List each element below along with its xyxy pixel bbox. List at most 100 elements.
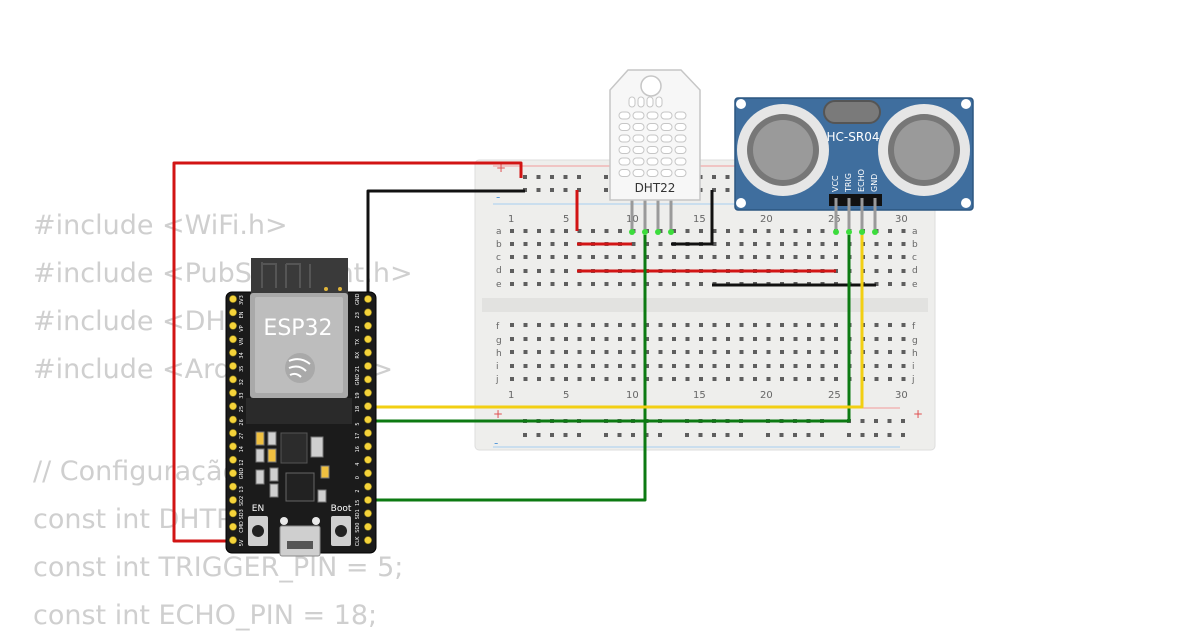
breadboard-hole[interactable]: [523, 282, 528, 286]
esp32-header-pin[interactable]: [229, 335, 237, 344]
black-wire-jumper[interactable]: [671, 190, 714, 246]
breadboard-hole[interactable]: [672, 337, 676, 341]
breadboard-hole[interactable]: [604, 255, 609, 259]
breadboard-hole[interactable]: [820, 242, 825, 246]
breadboard-hole[interactable]: [631, 242, 636, 246]
breadboard-hole[interactable]: [550, 350, 555, 354]
breadboard-hole[interactable]: [739, 350, 744, 354]
breadboard-hole[interactable]: [631, 323, 636, 327]
breadboard-hole[interactable]: [604, 364, 609, 368]
breadboard-hole[interactable]: [658, 364, 663, 368]
breadboard-hole[interactable]: [901, 255, 906, 259]
rail-hole[interactable]: [887, 419, 892, 423]
breadboard-hole[interactable]: [888, 337, 892, 341]
rail-hole[interactable]: [793, 433, 797, 437]
breadboard-hole[interactable]: [577, 323, 582, 327]
breadboard-hole[interactable]: [739, 229, 744, 233]
breadboard-hole[interactable]: [645, 242, 649, 246]
breadboard-hole[interactable]: [604, 377, 609, 381]
rail-hole[interactable]: [563, 433, 568, 437]
breadboard-hole[interactable]: [766, 364, 771, 368]
breadboard-hole[interactable]: [631, 377, 636, 381]
breadboard-hole[interactable]: [739, 364, 744, 368]
breadboard-hole[interactable]: [645, 323, 649, 327]
esp32-header-pin[interactable]: [229, 375, 237, 384]
breadboard-hole[interactable]: [793, 350, 798, 354]
esp32-header-pin[interactable]: [364, 442, 372, 451]
breadboard-hole[interactable]: [550, 337, 555, 341]
esp32-right-header[interactable]: [364, 295, 372, 545]
breadboard-hole[interactable]: [618, 377, 622, 381]
breadboard-hole[interactable]: [685, 364, 690, 368]
breadboard-hole[interactable]: [699, 282, 703, 286]
esp32-header-pin[interactable]: [229, 388, 237, 397]
breadboard-hole[interactable]: [604, 323, 609, 327]
breadboard-hole[interactable]: [888, 269, 892, 273]
breadboard-hole[interactable]: [550, 282, 555, 286]
breadboard-hole[interactable]: [766, 337, 771, 341]
breadboard-hole[interactable]: [766, 377, 771, 381]
breadboard-hole[interactable]: [888, 229, 892, 233]
breadboard-hole[interactable]: [604, 229, 609, 233]
breadboard-hole[interactable]: [766, 229, 771, 233]
breadboard-hole[interactable]: [564, 229, 568, 233]
rail-hole[interactable]: [874, 433, 878, 437]
esp32-header-pin[interactable]: [364, 402, 372, 411]
esp32-left-header[interactable]: [229, 295, 237, 545]
breadboard-hole[interactable]: [564, 282, 568, 286]
breadboard-hole[interactable]: [685, 323, 690, 327]
breadboard-hole[interactable]: [537, 377, 541, 381]
breadboard-hole[interactable]: [537, 242, 541, 246]
breadboard-hole[interactable]: [523, 337, 528, 341]
rail-hole[interactable]: [536, 175, 541, 179]
breadboard-hole[interactable]: [618, 323, 622, 327]
breadboard-hole[interactable]: [510, 282, 514, 286]
rail-hole[interactable]: [860, 419, 865, 423]
rail-hole[interactable]: [617, 433, 622, 437]
breadboard-hole[interactable]: [753, 323, 757, 327]
breadboard-hole[interactable]: [658, 242, 663, 246]
wires[interactable]: [172, 161, 876, 543]
breadboard-hole[interactable]: [766, 323, 771, 327]
breadboard-hole[interactable]: [712, 350, 717, 354]
breadboard-hole[interactable]: [874, 337, 879, 341]
breadboard-hole[interactable]: [591, 255, 595, 259]
breadboard-hole[interactable]: [672, 255, 676, 259]
breadboard-hole[interactable]: [820, 255, 825, 259]
esp32-header-pin[interactable]: [364, 522, 372, 531]
rail-hole[interactable]: [550, 175, 554, 179]
breadboard-hole[interactable]: [753, 242, 757, 246]
rail-hole[interactable]: [563, 188, 568, 192]
breadboard-hole[interactable]: [793, 323, 798, 327]
esp32-header-pin[interactable]: [364, 509, 372, 518]
breadboard-hole[interactable]: [510, 350, 514, 354]
breadboard-hole[interactable]: [510, 323, 514, 327]
breadboard-hole[interactable]: [874, 377, 879, 381]
breadboard-hole[interactable]: [604, 337, 609, 341]
esp32-header-pin[interactable]: [364, 415, 372, 424]
breadboard-hole[interactable]: [550, 255, 555, 259]
rail-hole[interactable]: [712, 175, 716, 179]
breadboard-hole[interactable]: [820, 364, 825, 368]
breadboard-hole[interactable]: [645, 350, 649, 354]
breadboard-hole[interactable]: [712, 255, 717, 259]
breadboard-hole[interactable]: [523, 255, 528, 259]
breadboard-hole[interactable]: [618, 337, 622, 341]
breadboard-hole[interactable]: [631, 364, 636, 368]
breadboard-hole[interactable]: [793, 364, 798, 368]
breadboard[interactable]: + - + + - a b c d e a b c d e f g h i j …: [474, 159, 936, 451]
breadboard-hole[interactable]: [591, 364, 595, 368]
breadboard-hole[interactable]: [901, 229, 906, 233]
breadboard-hole[interactable]: [537, 323, 541, 327]
breadboard-hole[interactable]: [537, 229, 541, 233]
breadboard-hole[interactable]: [672, 282, 676, 286]
esp32-header-pin[interactable]: [229, 522, 237, 531]
breadboard-hole[interactable]: [591, 282, 595, 286]
breadboard-hole[interactable]: [901, 377, 906, 381]
breadboard-hole[interactable]: [550, 323, 555, 327]
breadboard-hole[interactable]: [780, 364, 784, 368]
breadboard-hole[interactable]: [726, 255, 730, 259]
rail-hole[interactable]: [604, 433, 608, 437]
breadboard-hole[interactable]: [888, 282, 892, 286]
breadboard-hole[interactable]: [510, 229, 514, 233]
